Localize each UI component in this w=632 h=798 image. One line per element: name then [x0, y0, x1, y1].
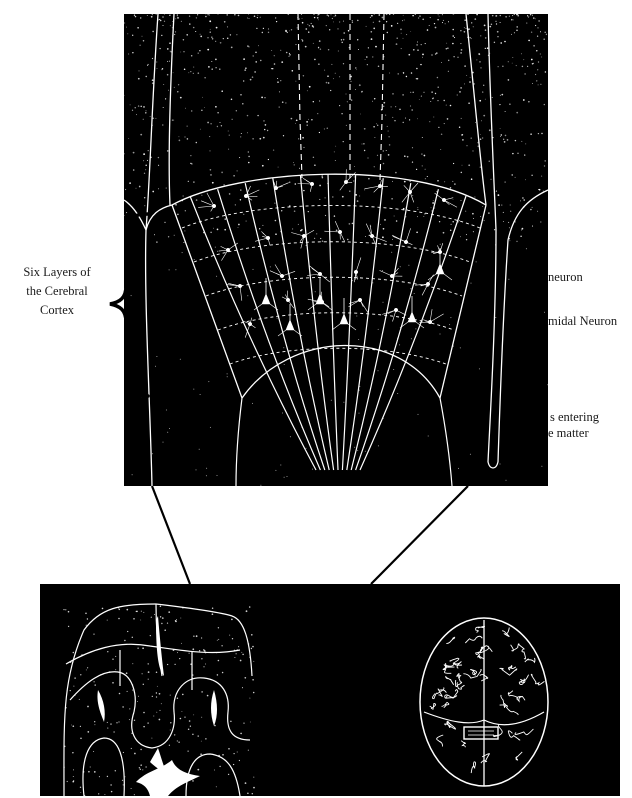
cortex-label-line-1: Six Layers of — [2, 263, 112, 282]
neuron-label: neuron — [548, 269, 628, 285]
cortex-label-line-2: the Cerebral — [2, 282, 112, 301]
overview-panel — [40, 584, 620, 797]
zoom-connector-left — [152, 486, 190, 584]
fibers-label-line-2: e matter — [548, 425, 628, 441]
pyramidal-neuron-label: midal Neuron — [548, 313, 632, 329]
cortex-layers-label: Six Layers of the Cerebral Cortex — [2, 263, 112, 320]
fibers-label: s entering e matter — [548, 409, 628, 441]
zoom-connector-right — [371, 486, 468, 584]
magnified-cortex-panel — [123, 13, 548, 486]
cortex-label-line-3: Cortex — [2, 301, 112, 320]
fibers-label-line-1: s entering — [550, 409, 628, 425]
